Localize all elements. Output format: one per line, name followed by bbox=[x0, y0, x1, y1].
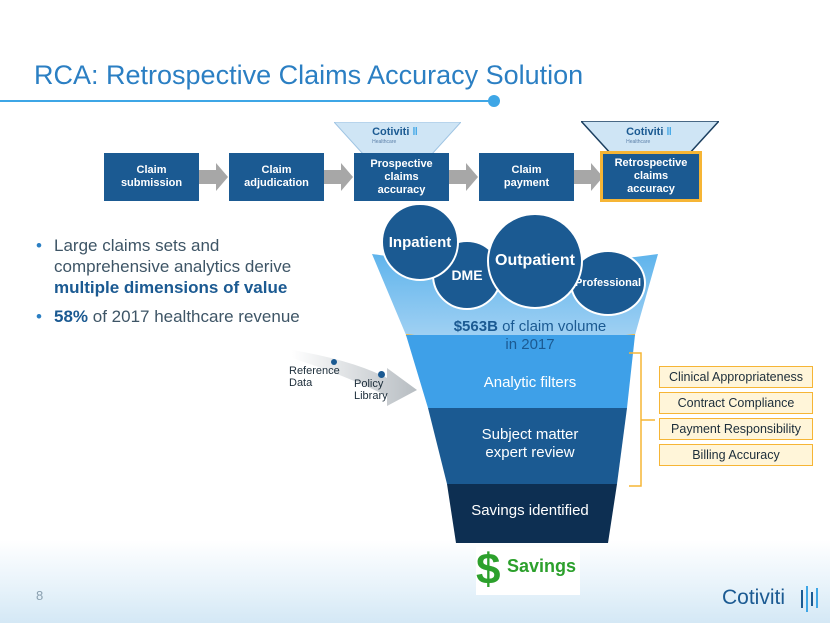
stage-savings-identified: Savings identified bbox=[471, 502, 589, 519]
arrow-right-icon bbox=[324, 163, 353, 191]
dimension-payment-responsibility: Payment Responsibility bbox=[659, 418, 813, 440]
title-underline-dot bbox=[488, 95, 500, 107]
arrow-right-icon bbox=[199, 163, 228, 191]
step-prospective-claims-accuracy: Prospective claims accuracy bbox=[354, 153, 449, 201]
arrow-right-icon bbox=[574, 163, 603, 191]
retrospective-cotiviti-logo: Cotiviti ǁ Healthcare bbox=[626, 126, 672, 146]
brand-sub: Healthcare bbox=[372, 139, 397, 145]
savings-label: Savings bbox=[507, 556, 577, 576]
policy-library-dot bbox=[378, 371, 385, 378]
page-number: 8 bbox=[36, 588, 44, 603]
claim-volume-value: $563B bbox=[453, 318, 498, 335]
reference-line1: Reference bbox=[289, 365, 340, 377]
step-claim-submission: Claim submission bbox=[104, 153, 199, 201]
claims-funnel bbox=[372, 254, 658, 543]
step-claim-adjudication: Claim adjudication bbox=[229, 153, 324, 201]
arrow-right-icon bbox=[449, 163, 478, 191]
logo-text: Cotiviti bbox=[722, 586, 786, 609]
reference-data-dot bbox=[331, 359, 337, 365]
claim-type-inpatient: Inpatient bbox=[381, 203, 459, 281]
cotiviti-logo-mark-icon bbox=[801, 586, 818, 612]
step-claim-payment: Claim payment bbox=[479, 153, 574, 201]
bullet-list: Large claims sets and comprehensive anal… bbox=[34, 235, 334, 335]
claim-volume-text: of claim volume bbox=[497, 318, 607, 335]
dollar-sign-icon: $ bbox=[476, 545, 501, 594]
bullet-text: Large claims sets and comprehensive anal… bbox=[54, 236, 292, 276]
savings-badge: $ Savings bbox=[476, 545, 580, 595]
policy-line2: Library bbox=[354, 390, 388, 402]
dimension-billing-accuracy: Billing Accuracy bbox=[659, 444, 813, 466]
brand-name: Cotiviti bbox=[372, 126, 410, 138]
prospective-cotiviti-logo: Cotiviti ǁ Healthcare bbox=[372, 126, 418, 146]
brand-name-2: Cotiviti bbox=[626, 126, 664, 138]
cotiviti-logo: Cotiviti bbox=[722, 586, 785, 610]
title-underline bbox=[0, 100, 494, 102]
bullet-item: Large claims sets and comprehensive anal… bbox=[34, 235, 334, 298]
reference-line2: Data bbox=[289, 377, 313, 389]
slide-title: RCA: Retrospective Claims Accuracy Solut… bbox=[34, 60, 584, 90]
brand-sub-2: Healthcare bbox=[626, 139, 651, 145]
reference-data-label: Reference Data bbox=[289, 365, 340, 389]
bullet-bold-text: 58% bbox=[54, 307, 89, 326]
claim-volume-year: in 2017 bbox=[505, 336, 555, 353]
stage-analytic-filters: Analytic filters bbox=[483, 374, 577, 391]
policy-library-label: Policy Library bbox=[354, 378, 388, 402]
dimension-clinical-appropriateness: Clinical Appropriateness bbox=[659, 366, 813, 388]
stage-subject-matter-expert-review: Subject matter expert review bbox=[420, 426, 640, 462]
bullet-text: of 2017 healthcare revenue bbox=[88, 307, 300, 326]
dimensions-bracket bbox=[629, 352, 655, 487]
stage2-line2: expert review bbox=[485, 444, 575, 461]
inputs-curved-arrow bbox=[292, 350, 417, 406]
claim-volume-label: $563B of claim volume in 2017 bbox=[420, 318, 640, 354]
dimension-contract-compliance: Contract Compliance bbox=[659, 392, 813, 414]
policy-line1: Policy bbox=[354, 378, 384, 390]
bullet-bold-text: multiple dimensions of value bbox=[54, 278, 288, 297]
stage2-line1: Subject matter bbox=[481, 426, 579, 443]
claim-type-professional: Professional bbox=[570, 250, 646, 316]
bullet-item: 58% of 2017 healthcare revenue bbox=[34, 306, 334, 327]
claim-type-outpatient: Outpatient bbox=[487, 213, 583, 309]
step-retrospective-claims-accuracy: Retrospective claims accuracy bbox=[600, 151, 702, 202]
